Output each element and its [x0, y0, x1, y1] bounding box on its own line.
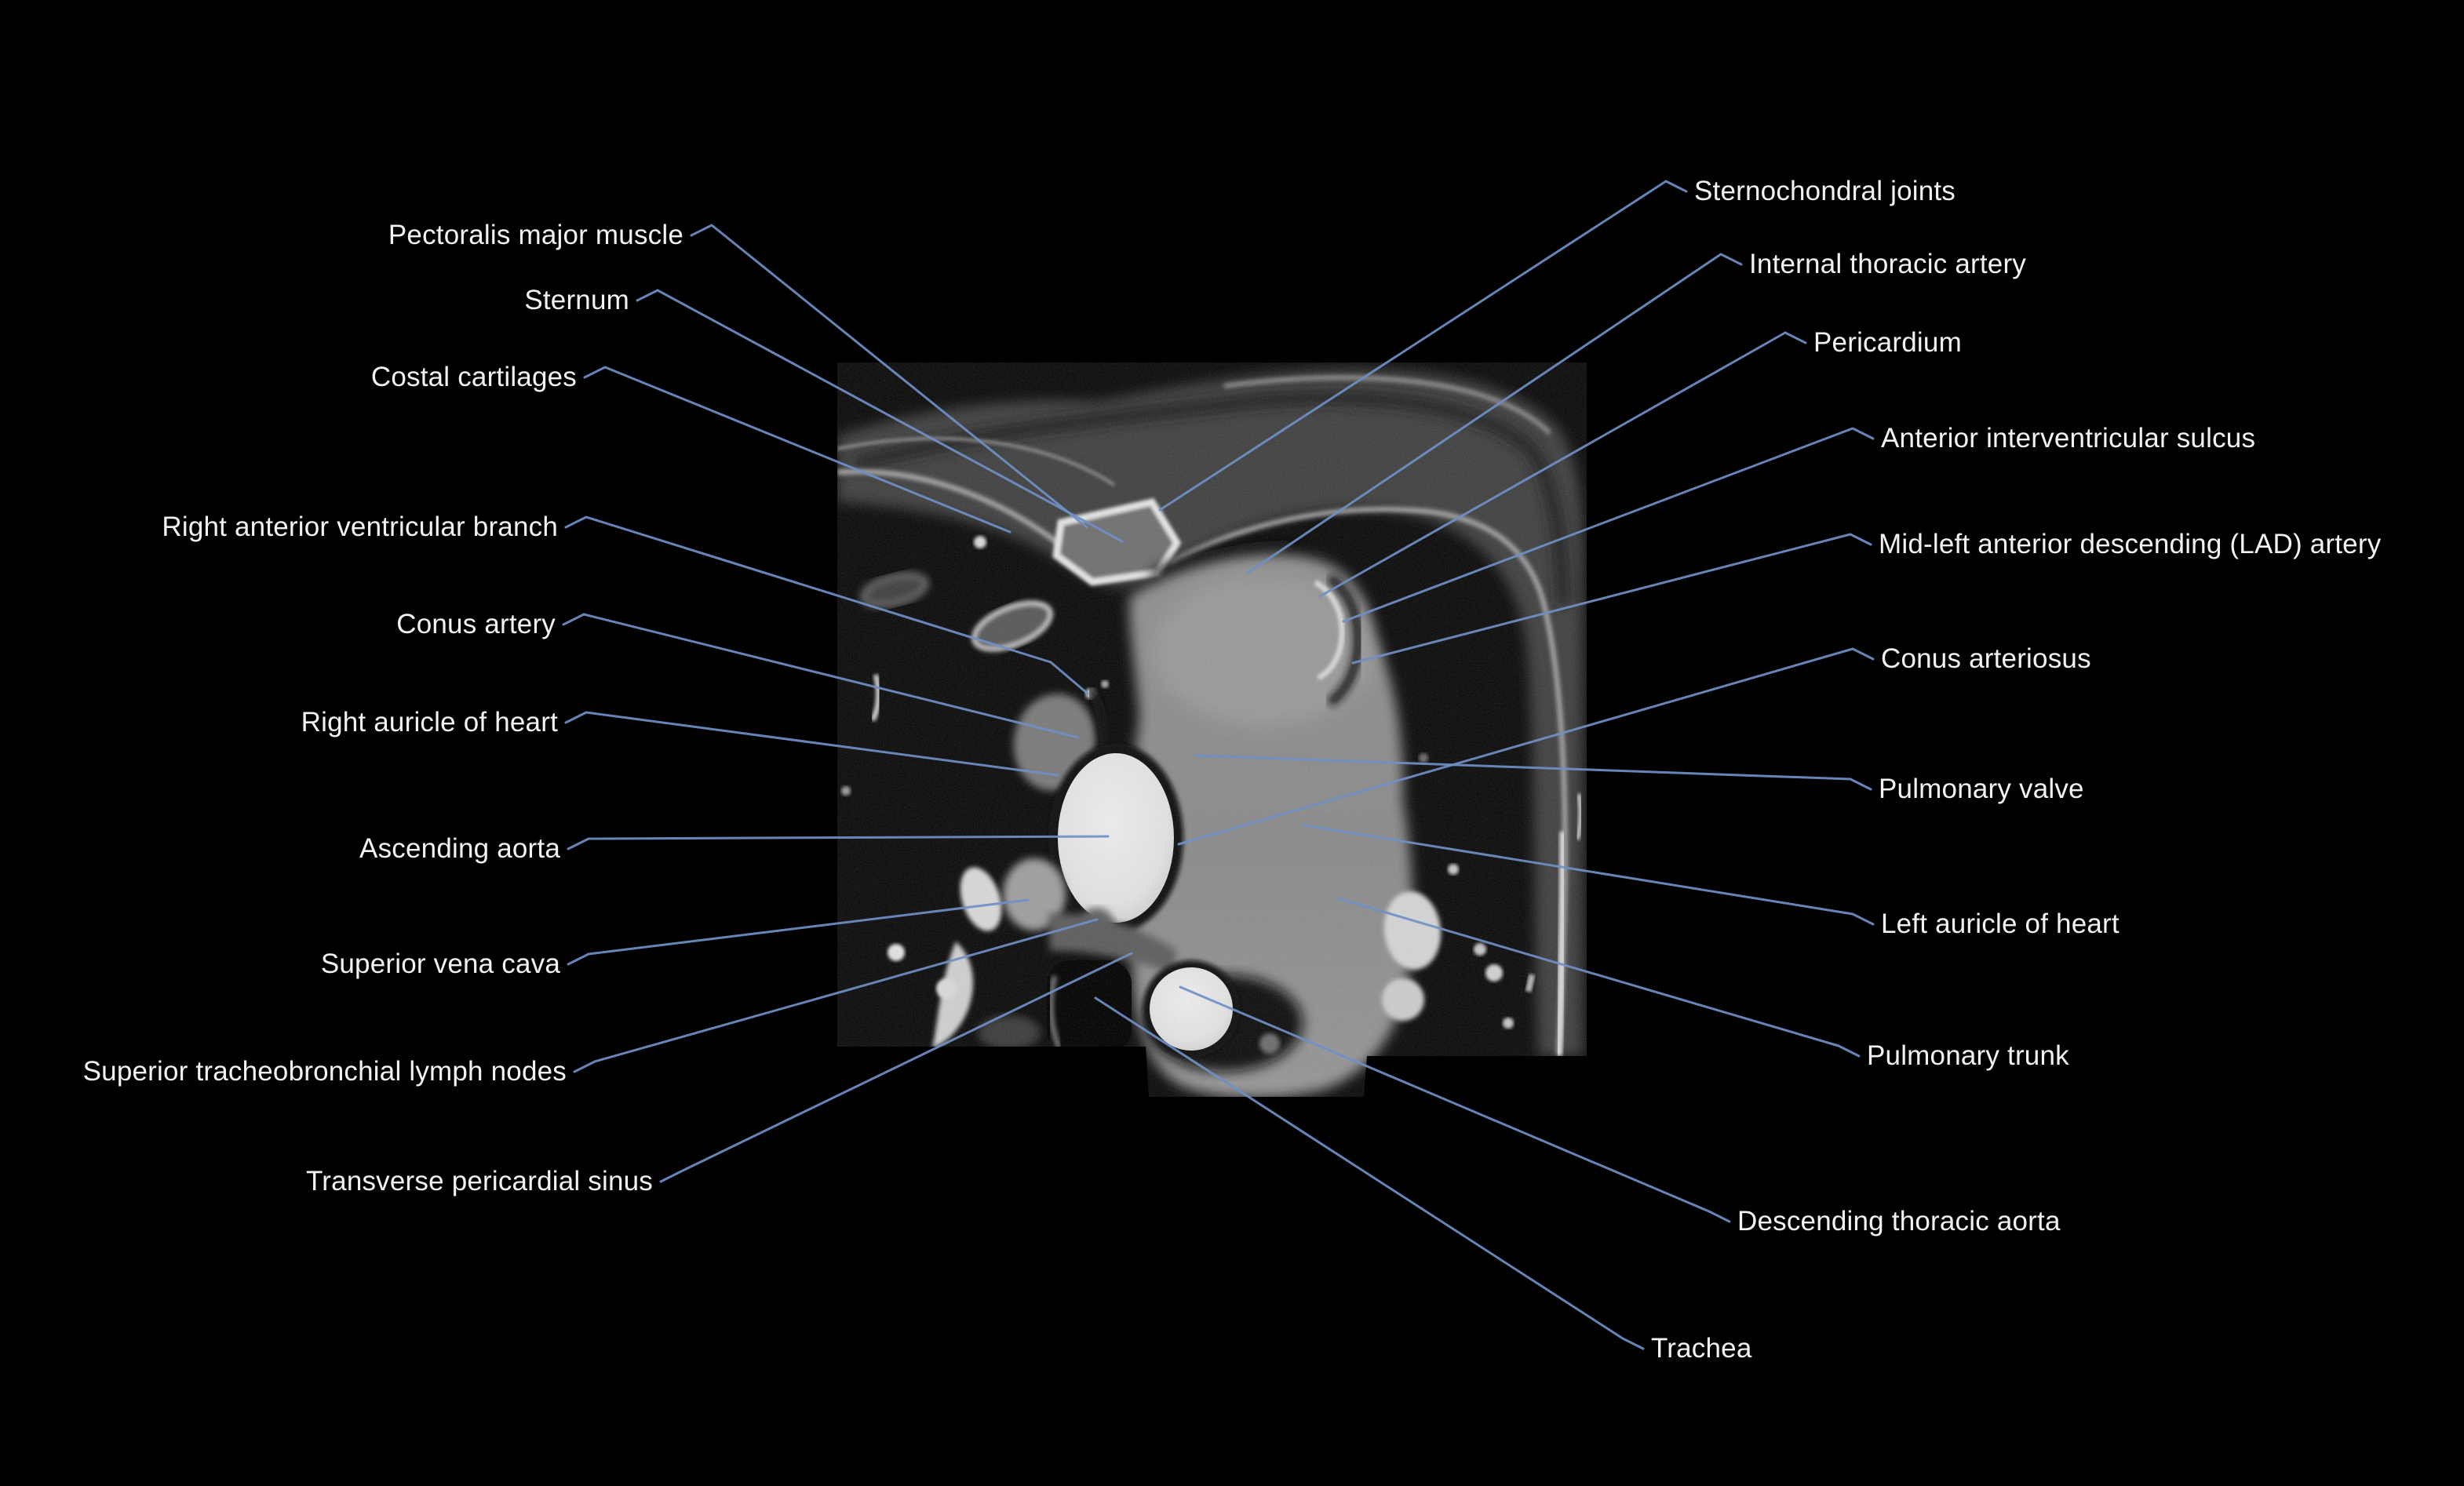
- anatomy-label: Conus arteriosus: [1881, 643, 2091, 674]
- anatomy-label: Right auricle of heart: [301, 707, 558, 738]
- anatomy-label: Descending thoracic aorta: [1737, 1206, 2061, 1237]
- leader-line: [567, 835, 1110, 850]
- leader-line: [1336, 897, 1861, 1058]
- leader-line: [573, 918, 1099, 1073]
- leader-line: [1179, 985, 1731, 1223]
- anatomy-label: Costal cartilages: [370, 362, 577, 392]
- anatomy-label: Pectoralis major muscle: [388, 220, 683, 250]
- leader-line: [1351, 533, 1872, 665]
- anatomy-label: Conus artery: [396, 609, 556, 639]
- ct-noise-texture: [837, 362, 1587, 1097]
- anatomy-label: Left auricle of heart: [1881, 909, 2120, 939]
- leader-line: [1303, 824, 1875, 926]
- anatomy-label: Ascending aorta: [359, 833, 560, 864]
- leader-line: [1094, 996, 1645, 1350]
- ct-scan-image: [837, 362, 1587, 1097]
- leader-line: [1194, 754, 1872, 791]
- leader-line: [564, 711, 1059, 777]
- leader-line: [1318, 331, 1807, 598]
- anatomy-label: Sternochondral joints: [1694, 176, 1956, 206]
- leader-line: [1246, 253, 1743, 574]
- leader-line: [659, 952, 1133, 1183]
- leader-lines-layer: [562, 180, 1875, 1350]
- anatomy-label: Transverse pericardial sinus: [306, 1166, 653, 1196]
- leader-line: [583, 366, 1011, 534]
- anatomy-label: Pericardium: [1813, 327, 1962, 358]
- anatomy-label: Internal thoracic artery: [1749, 249, 2027, 279]
- anatomy-label: Trachea: [1651, 1333, 1752, 1364]
- leader-line: [1177, 647, 1875, 846]
- leader-line: [564, 515, 1089, 695]
- leader-line: [690, 224, 1088, 529]
- anatomy-label: Sternum: [524, 285, 629, 315]
- anatomy-label: Anterior interventricular sulcus: [1881, 423, 2256, 453]
- leader-line: [1342, 427, 1875, 623]
- anatomy-label: Pulmonary trunk: [1867, 1040, 2069, 1071]
- leader-line: [562, 613, 1080, 739]
- leader-line: [636, 289, 1124, 543]
- anatomy-label: Right anterior ventricular branch: [162, 512, 558, 542]
- leader-line: [567, 898, 1030, 966]
- leader-line: [1158, 180, 1688, 512]
- anatomy-label: Superior tracheobronchial lymph nodes: [82, 1056, 567, 1087]
- anatomy-label: Pulmonary valve: [1879, 774, 2084, 804]
- anatomy-label: Mid-left anterior descending (LAD) arter…: [1879, 529, 2382, 559]
- anatomy-label: Superior vena cava: [320, 949, 560, 979]
